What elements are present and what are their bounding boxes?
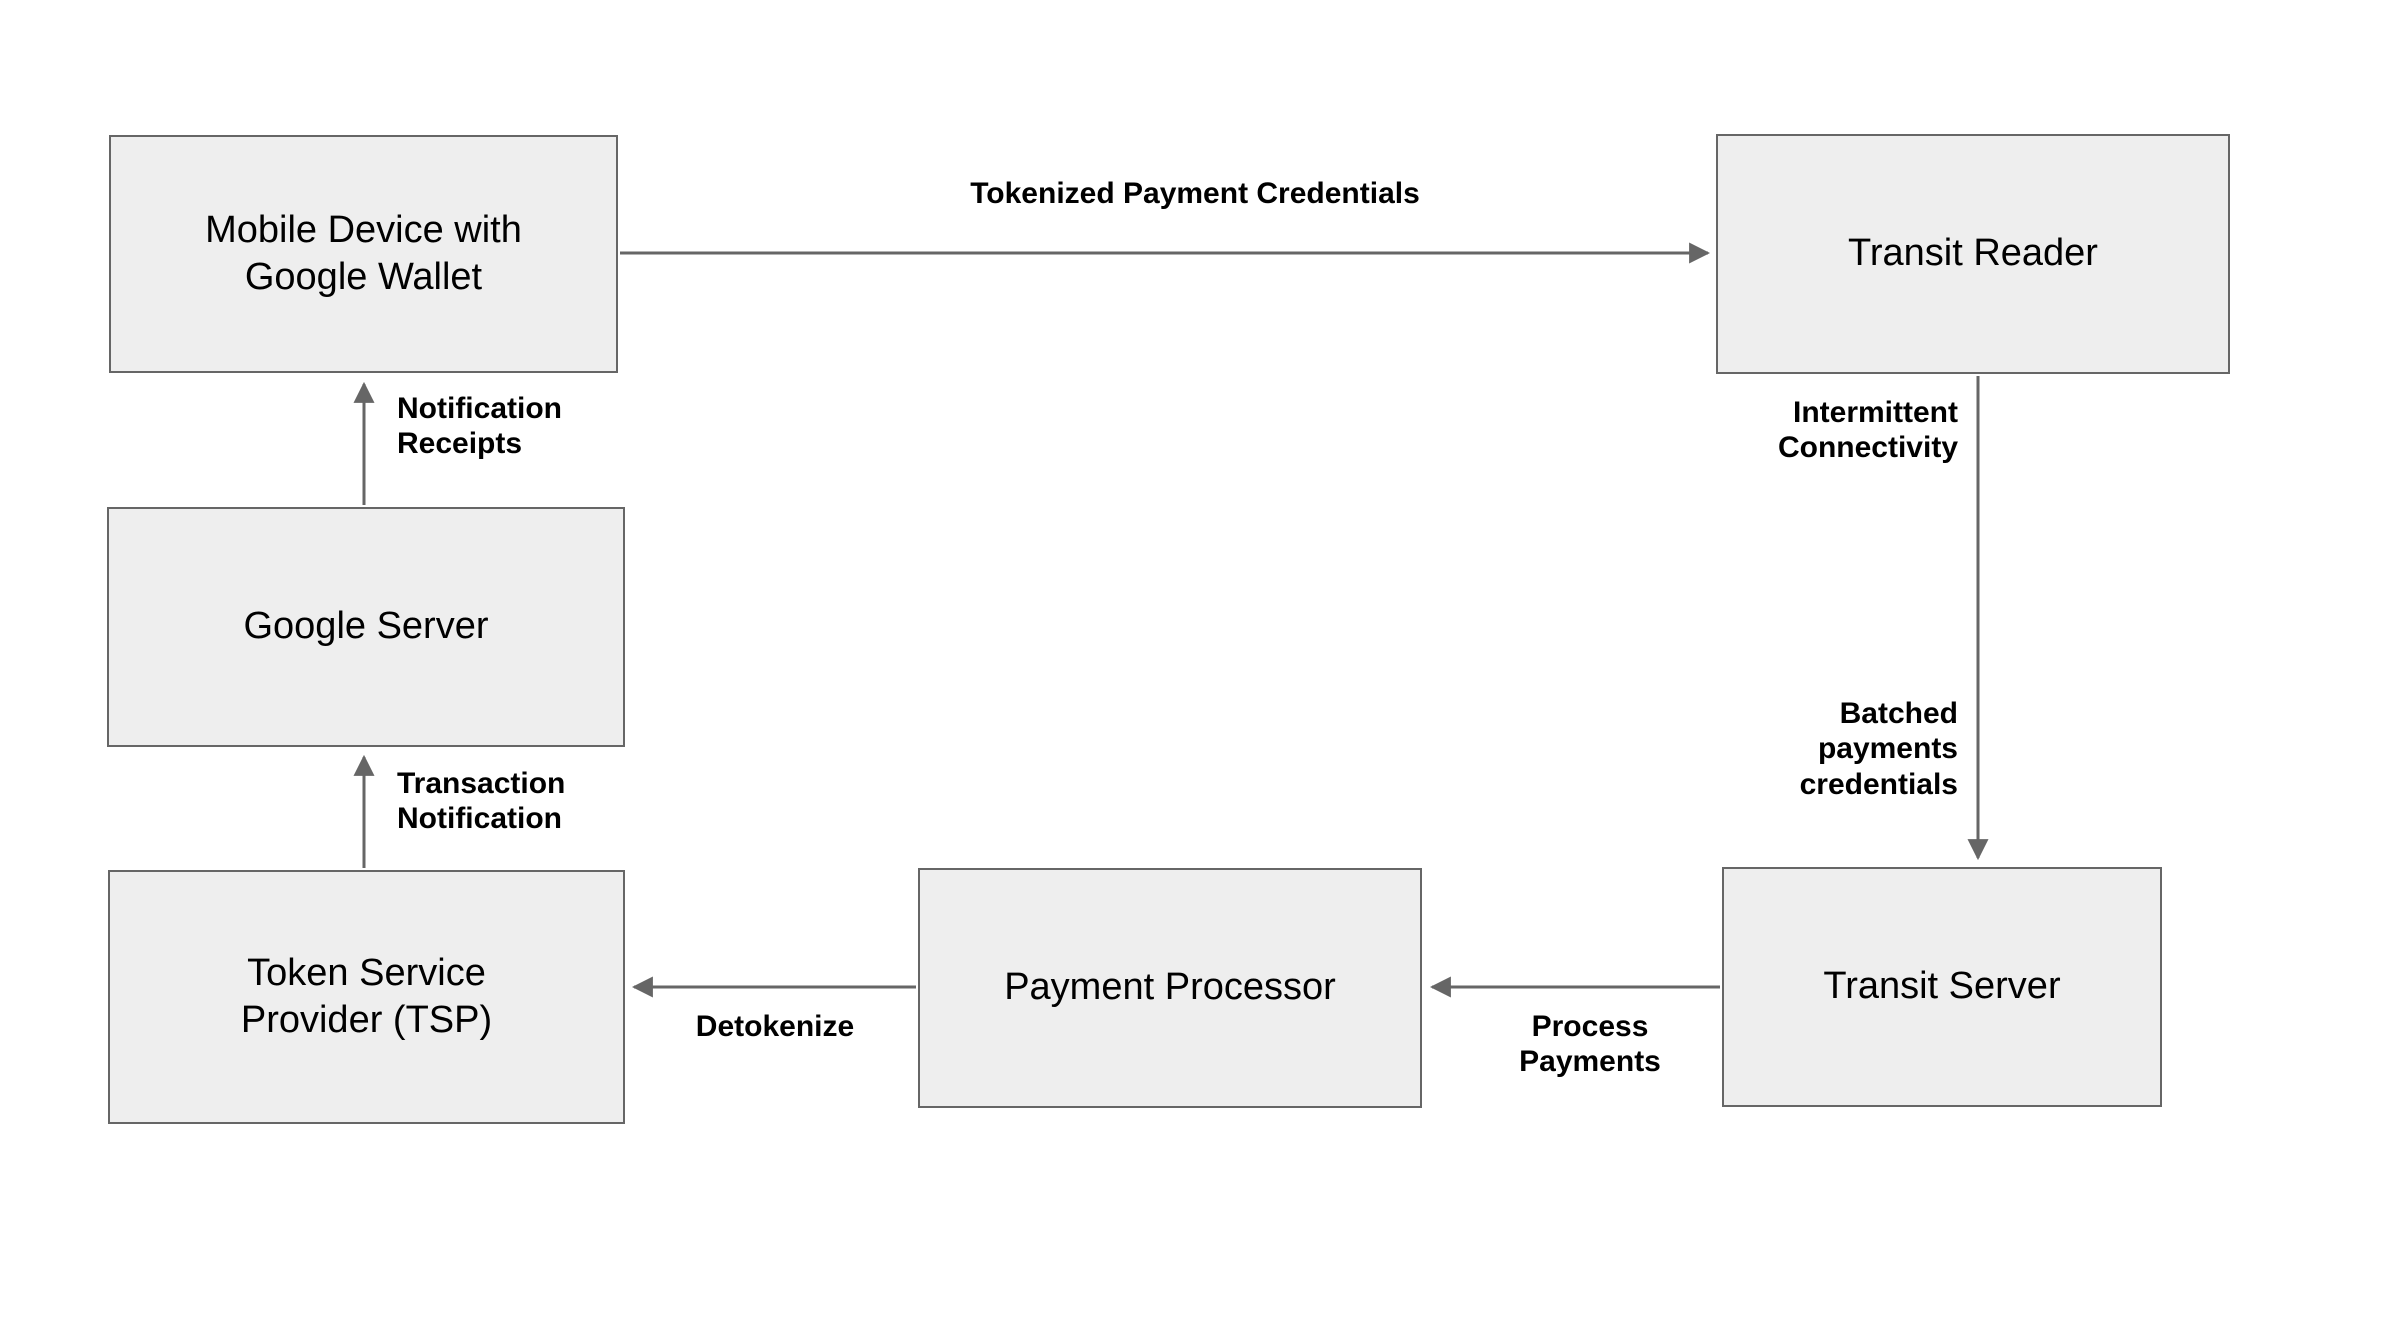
node-google-server[interactable]: Google Server: [107, 507, 625, 747]
edge-label-transaction-notification: Transaction Notification: [397, 767, 566, 836]
node-token-service-provider[interactable]: Token Service Provider (TSP): [108, 870, 625, 1124]
node-transit-reader[interactable]: Transit Reader: [1716, 134, 2230, 374]
edge-label-batched-payments-credentials: Batched payments credentials: [1799, 697, 1958, 801]
node-mobile-device[interactable]: Mobile Device with Google Wallet: [109, 135, 618, 373]
node-payment-processor[interactable]: Payment Processor: [918, 868, 1422, 1108]
edge-label-intermittent-connectivity: Intermittent Connectivity: [1777, 396, 1958, 465]
node-transit-server[interactable]: Transit Server: [1722, 867, 2162, 1107]
edge-label-process-payments: Process Payments: [1519, 1010, 1661, 1079]
edge-label-notification-receipts: Notification Receipts: [397, 392, 562, 461]
edge-label-tokenized-payment-credentials: Tokenized Payment Credentials: [970, 177, 1420, 210]
edge-label-detokenize: Detokenize: [695, 1010, 855, 1043]
